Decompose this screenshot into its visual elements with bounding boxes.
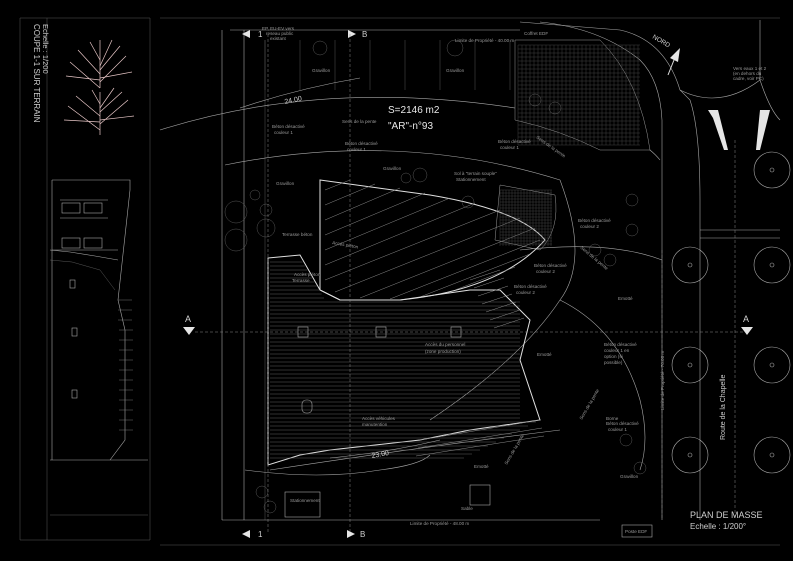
road-direction-arrows xyxy=(708,110,770,150)
ramp-stairs xyxy=(415,269,545,457)
section-title: COUPE 1-1 SUR TERRAIN xyxy=(32,24,41,123)
svg-text:Emotté: Emotté xyxy=(474,464,489,469)
svg-text:Gravillon: Gravillon xyxy=(276,181,295,186)
svg-text:couleur 1: couleur 1 xyxy=(608,427,627,432)
svg-text:couleur 2: couleur 2 xyxy=(516,290,535,295)
svg-text:Borne: Borne xyxy=(606,416,619,421)
svg-text:Béton désactivé: Béton désactivé xyxy=(534,263,567,268)
planted-area-top-right xyxy=(514,39,651,151)
svg-text:couleur 1: couleur 1 xyxy=(347,147,366,152)
plan-scale: Echelle : 1/200° xyxy=(690,522,746,531)
svg-text:couleur 2: couleur 2 xyxy=(580,224,599,229)
svg-text:Béton désactivé: Béton désactivé xyxy=(606,421,639,426)
svg-text:possible): possible) xyxy=(604,360,623,365)
svg-text:Stationnement: Stationnement xyxy=(290,498,320,503)
svg-text:couleur 2: couleur 2 xyxy=(536,269,555,274)
marker-a-right: A xyxy=(743,314,749,324)
section-markers: A A B B 1 1 xyxy=(183,30,753,539)
section-scale: Echelle : 1/200 xyxy=(41,24,50,74)
svg-text:EP, EU-EV vers: EP, EU-EV vers xyxy=(262,26,295,31)
planted-area-middle xyxy=(494,184,557,251)
svg-text:Béton désactivé: Béton désactivé xyxy=(578,218,611,223)
svg-text:existant: existant xyxy=(270,36,287,41)
drawing-frame xyxy=(19,17,780,546)
svg-text:Sens de la pente: Sens de la pente xyxy=(342,119,377,124)
road-name: Route de la Chapelle xyxy=(720,375,727,440)
street-trees xyxy=(671,151,791,474)
svg-text:Gravillon: Gravillon xyxy=(446,68,465,73)
svg-text:Accès du personnel: Accès du personnel xyxy=(425,342,465,347)
svg-text:Sable: Sable xyxy=(461,506,473,511)
svg-text:couleur 1: couleur 1 xyxy=(274,130,293,135)
utility-boxes xyxy=(284,484,653,538)
svg-text:Accès piéton: Accès piéton xyxy=(294,272,321,277)
building-footprint-main xyxy=(267,254,541,466)
marker-1-bottom: 1 xyxy=(258,530,263,539)
svg-text:Béton désactivé: Béton désactivé xyxy=(498,139,531,144)
svg-text:Coffret EDF: Coffret EDF xyxy=(524,31,548,36)
svg-text:Emotté: Emotté xyxy=(537,352,552,357)
svg-text:Vers eaux 1 et 2: Vers eaux 1 et 2 xyxy=(733,66,767,71)
svg-text:Sol à "terrain souple": Sol à "terrain souple" xyxy=(454,171,497,176)
svg-text:option (si: option (si xyxy=(604,354,623,359)
svg-text:Accès piéton: Accès piéton xyxy=(332,240,359,250)
marker-b-bottom: B xyxy=(360,530,365,539)
section-tree-lower xyxy=(63,87,135,135)
lot-number: "AR"-n°93 xyxy=(388,121,433,132)
dimension-top: 24.00 xyxy=(284,95,303,106)
lot-info: S=2146 m2 "AR"-n°93 xyxy=(388,105,440,132)
svg-text:Emotté: Emotté xyxy=(618,296,633,301)
site-area: S=2146 m2 xyxy=(388,105,440,116)
plan-title-block: PLAN DE MASSE Echelle : 1/200° xyxy=(690,510,763,531)
property-boundary xyxy=(221,29,600,521)
svg-text:manutention: manutention xyxy=(362,422,388,427)
svg-text:Limite de Propriété - 40.00 m: Limite de Propriété - 40.00 m xyxy=(455,38,514,43)
svg-text:Béton désactivé: Béton désactivé xyxy=(272,124,305,129)
svg-text:couleur 1 en: couleur 1 en xyxy=(604,348,630,353)
svg-text:Accès véhicules: Accès véhicules xyxy=(362,416,396,421)
svg-text:Terrasse béton: Terrasse béton xyxy=(282,232,313,237)
shrubs xyxy=(224,39,647,514)
svg-text:Stationnement: Stationnement xyxy=(456,177,486,182)
site-curves xyxy=(159,97,663,476)
svg-text:reseau public: reseau public xyxy=(266,31,294,36)
marker-a-left: A xyxy=(185,314,191,324)
svg-text:Béton désactivé: Béton désactivé xyxy=(345,141,378,146)
svg-text:Béton désactivé: Béton désactivé xyxy=(514,284,547,289)
svg-text:Gravillon: Gravillon xyxy=(620,474,639,479)
svg-text:Béton désactivé: Béton désactivé xyxy=(604,342,637,347)
section-tree-upper xyxy=(65,39,133,89)
svg-text:Poste EDF: Poste EDF xyxy=(625,529,647,534)
dimension-lines: 24.00 23.00 xyxy=(239,77,441,460)
svg-text:couleur 1: couleur 1 xyxy=(500,145,519,150)
svg-text:Gravillon: Gravillon xyxy=(383,166,402,171)
parking-top xyxy=(264,40,511,90)
svg-text:Limite de Propriété - 48.00 m: Limite de Propriété - 48.00 m xyxy=(410,521,469,526)
dimension-bottom: 23.00 xyxy=(371,450,390,460)
section-drawing xyxy=(49,179,148,516)
svg-text:Gravillon: Gravillon xyxy=(312,68,331,73)
svg-text:(zone production): (zone production) xyxy=(425,349,461,354)
streets xyxy=(519,20,781,520)
svg-text:cadre, voir PC): cadre, voir PC) xyxy=(733,76,764,81)
marker-b-top: B xyxy=(362,30,367,39)
plan-title: PLAN DE MASSE xyxy=(690,510,763,520)
svg-text:Terrasse: Terrasse xyxy=(292,278,310,283)
svg-text:(en dehors du: (en dehors du xyxy=(733,71,762,76)
svg-text:Limite de Propriété - 70.00 m: Limite de Propriété - 70.00 m xyxy=(660,351,665,410)
section-title-block: COUPE 1-1 SUR TERRAIN Echelle : 1/200 xyxy=(32,24,50,123)
marker-1-top: 1 xyxy=(258,30,263,39)
